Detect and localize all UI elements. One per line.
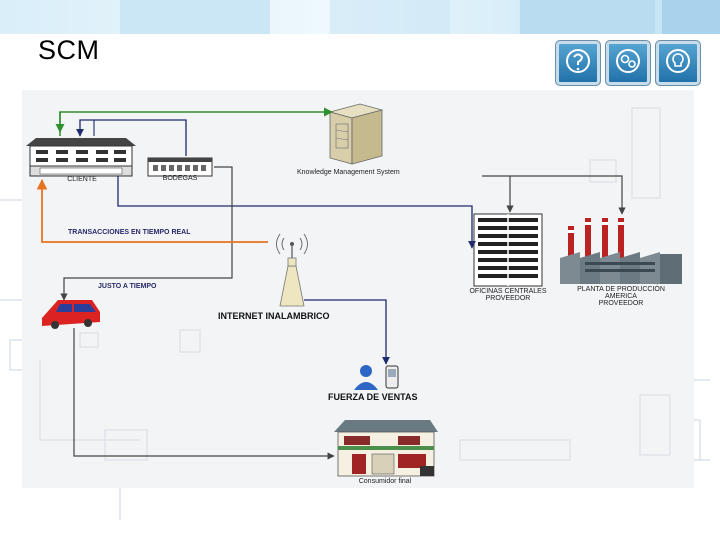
panel-deco xyxy=(589,159,617,183)
header-tile xyxy=(330,0,450,34)
label-transacciones: TRANSACCIONES EN TIEMPO REAL xyxy=(68,229,191,236)
edge-internet-fuerza xyxy=(304,299,390,365)
panel-deco xyxy=(459,439,571,461)
head-gears-icon xyxy=(605,40,651,86)
label-kms: Knowledge Management System xyxy=(297,169,400,176)
label-internet: INTERNET INALAMBRICO xyxy=(218,311,330,321)
kms-server xyxy=(328,103,384,165)
label-planta-1: PLANTA DE PRODUCCIÓN xyxy=(577,286,665,293)
label-oficinas-1: OFICINAS CENTRALES xyxy=(469,288,547,295)
panel-deco xyxy=(104,429,148,461)
label-consumidor: Consumidor final xyxy=(358,478,412,485)
label-fuerza-ventas: FUERZA DE VENTAS xyxy=(328,392,418,402)
panel-deco xyxy=(631,107,661,199)
label-planta-3: PROVEEDOR xyxy=(598,300,644,307)
panel-deco xyxy=(639,394,671,456)
header-tile xyxy=(120,0,270,34)
label-planta-2: AMERICA xyxy=(605,293,637,300)
cliente-building xyxy=(26,138,136,177)
edge-bodegas-cliente xyxy=(76,119,187,156)
edge-cliente-kms xyxy=(59,107,333,136)
logo-group xyxy=(555,40,705,86)
header-tile xyxy=(520,0,655,34)
panel-deco xyxy=(179,329,201,353)
panel-deco xyxy=(39,360,140,441)
header-tile xyxy=(662,0,720,34)
label-cliente: CLIENTE xyxy=(67,176,97,183)
slide-title: SCM xyxy=(38,35,100,65)
label-justo-a-tiempo: JUSTO A TIEMPO xyxy=(98,283,157,290)
header-band xyxy=(0,0,720,34)
label-bodegas: BODEGAS xyxy=(162,175,198,182)
bodegas-building xyxy=(147,157,213,177)
planta-produccion-building xyxy=(560,218,682,284)
consumer-house xyxy=(334,420,438,477)
edge-transacciones xyxy=(36,178,268,243)
edge-bodegas-truck xyxy=(60,166,233,301)
edge-truck-consumidor xyxy=(73,328,335,460)
delivery-truck xyxy=(42,300,100,329)
sales-person-icon xyxy=(354,365,399,390)
oficinas-centrales-building xyxy=(473,213,543,287)
antenna-tower xyxy=(276,233,308,307)
label-oficinas-2: PROVEEDOR xyxy=(485,295,531,302)
head-lightbulb-icon xyxy=(655,40,701,86)
edge-to-planta xyxy=(482,175,626,215)
head-question-icon xyxy=(555,40,601,86)
panel-deco xyxy=(79,332,99,348)
edge-cliente-oficinas xyxy=(117,176,476,249)
